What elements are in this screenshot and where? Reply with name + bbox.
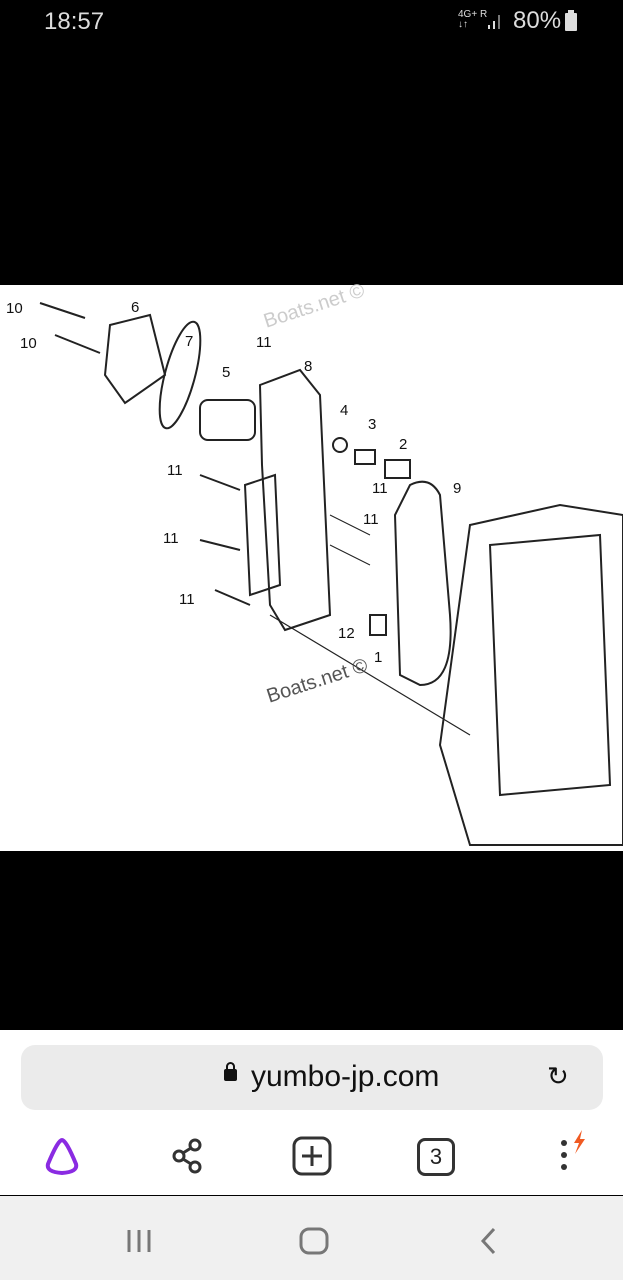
new-tab-button[interactable] (282, 1128, 342, 1183)
battery-icon (565, 10, 577, 31)
lock-icon (224, 1062, 237, 1081)
menu-button[interactable] (530, 1128, 590, 1183)
part-label: 11 (363, 511, 379, 528)
address-bar[interactable]: yumbo-jp.com ↻ (21, 1045, 603, 1110)
parts-diagram-drawing (39, 302, 623, 846)
signal-icon (488, 15, 500, 29)
parts-diagram-image[interactable]: Boats.net © Boats.net © 10 10 6 7 11 5 8… (0, 279, 623, 851)
home-icon[interactable] (298, 1226, 330, 1256)
part-label: 5 (222, 364, 231, 381)
part-label: 2 (399, 436, 408, 453)
android-nav-bar (0, 1196, 623, 1280)
part-label: 3 (368, 416, 377, 433)
more-vertical-icon (561, 1130, 585, 1170)
share-icon[interactable] (156, 1128, 216, 1183)
part-label: 11 (256, 334, 272, 351)
roaming-indicator: R (479, 9, 488, 20)
part-label: 9 (453, 480, 462, 497)
clock: 18:57 (44, 8, 105, 35)
part-label: 11 (163, 530, 179, 547)
browser-bottom-bar: yumbo-jp.com ↻ 3 (0, 1030, 623, 1195)
reload-icon[interactable]: ↻ (547, 1061, 569, 1091)
status-bar: 18:57 4G+ R↓↑ 80% (0, 0, 623, 42)
back-icon[interactable] (477, 1226, 501, 1256)
recents-icon[interactable] (125, 1228, 155, 1254)
assistant-button[interactable] (32, 1128, 92, 1183)
network-indicator: 4G+ R↓↑ (458, 9, 488, 30)
part-label: 6 (131, 299, 140, 316)
url-text[interactable]: yumbo-jp.com (251, 1060, 440, 1093)
part-label: 12 (338, 625, 355, 642)
part-label: 4 (340, 402, 349, 419)
part-label: 8 (304, 358, 313, 375)
part-label: 11 (179, 591, 195, 608)
part-label: 7 (185, 333, 194, 350)
network-type: 4G+ (458, 9, 478, 20)
part-label: 10 (6, 300, 23, 317)
tabs-button[interactable]: 3 (406, 1128, 466, 1183)
part-label: 11 (372, 480, 388, 497)
part-label: 1 (374, 649, 383, 666)
tab-count: 3 (417, 1138, 455, 1176)
part-label: 10 (20, 335, 37, 352)
battery-percent: 80% (513, 7, 562, 34)
part-label: 11 (167, 462, 183, 479)
